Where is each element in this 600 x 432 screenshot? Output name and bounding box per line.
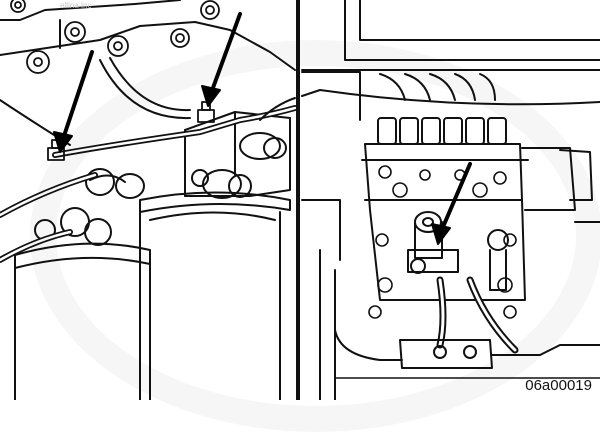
hand-primer bbox=[407, 211, 509, 291]
left-panel-fuel-filter-head bbox=[0, 0, 298, 400]
fuel-filter-right bbox=[139, 191, 291, 213]
right-panel-injection-pump bbox=[301, 0, 600, 400]
arrow-bleed-screw-2 bbox=[208, 12, 242, 98]
callout-arrows-left bbox=[53, 12, 242, 153]
fuel-filter-left bbox=[14, 242, 151, 400]
arrow-bleed-screw-1 bbox=[60, 50, 94, 144]
watermark-text: ellina Inc bbox=[60, 1, 92, 10]
injection-pump-body bbox=[364, 143, 526, 301]
lower-fitting-block bbox=[399, 339, 493, 369]
figure-id-label: 06a00019 bbox=[525, 377, 592, 394]
callout-arrows-right bbox=[431, 162, 472, 245]
block-bolts bbox=[10, 0, 220, 74]
injector-lines bbox=[379, 73, 496, 101]
delivery-valves bbox=[377, 117, 507, 145]
line-drawing bbox=[0, 0, 600, 400]
arrow-primer-plug bbox=[438, 162, 472, 236]
